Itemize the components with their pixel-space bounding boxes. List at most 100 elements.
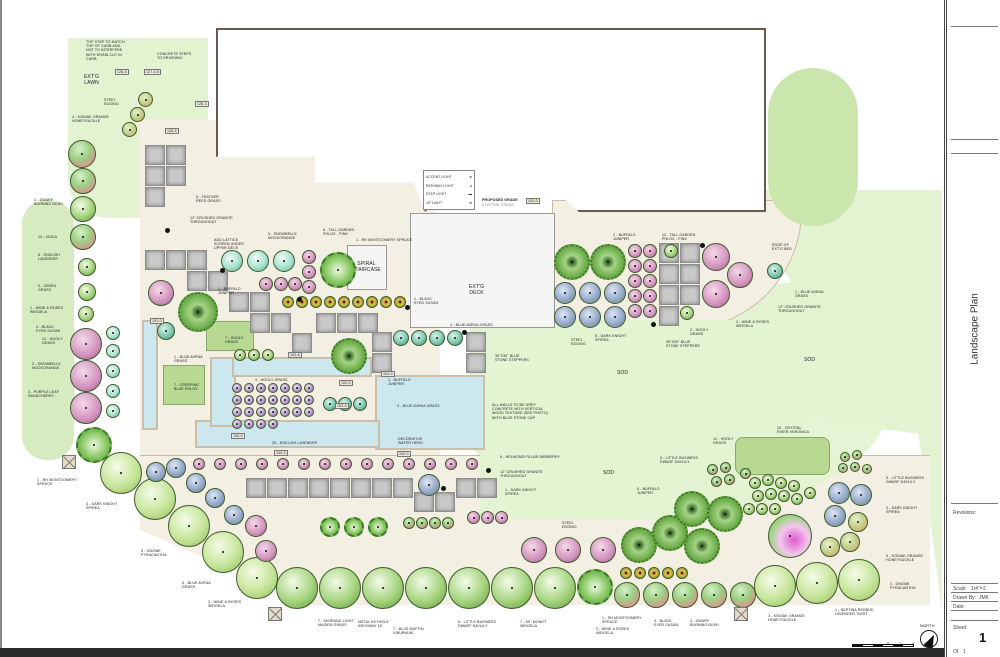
plant-callout-label: 6 - Little Business Dwarf Daylily (458, 620, 497, 629)
tall-garden-phlox (495, 511, 508, 524)
dark-knight-spirea (554, 306, 576, 328)
wine-and-roses-weigela (245, 515, 267, 537)
buffalo-juniper (674, 491, 710, 527)
neptina-redbud-lavender-twist (768, 514, 812, 558)
gnome-pyracantha (838, 559, 880, 601)
wine-and-roses-weigela (555, 537, 581, 563)
plant-callout-label: 1 - Buffalo Juniper (218, 287, 241, 296)
plant-callout-label: 7 - Mt. Monet Weigela (520, 620, 547, 629)
plant-callout-label: 1 - Wine & Roses Weigela (30, 306, 64, 315)
little-business-dwarf-daylily (840, 452, 850, 462)
stepper-tile (351, 478, 371, 498)
blue-avena-grass (205, 488, 225, 508)
helmond-pillar-barberry (340, 458, 352, 470)
of-label: Of (953, 649, 959, 655)
snowbelle-mockorange (221, 250, 243, 272)
helmond-pillar-barberry (382, 458, 394, 470)
stepper-tile (271, 313, 291, 333)
blue-avena-grass (224, 505, 244, 525)
helmond-pillar-barberry (298, 458, 310, 470)
pathway-light-icon (297, 297, 302, 302)
plant-callout-label: 2 - Buffalo Juniper (613, 233, 636, 242)
pathway-light-icon (165, 228, 170, 233)
buffalo-juniper (178, 292, 218, 332)
dark-knight-spirea (554, 282, 576, 304)
dwarf-burning-bush (70, 224, 96, 250)
stepper-tile (229, 292, 249, 312)
crystal-river-veronica-bed (735, 437, 830, 475)
revisions-cell: Revisions: (951, 504, 998, 584)
little-business-dwarf-daylily (838, 463, 848, 473)
elevation-tag: 100-0 (231, 433, 245, 440)
zebra-grass (78, 283, 96, 301)
blank-cell (951, 611, 998, 621)
plant-callout-label: 7 - Morning Light Maiden Grass (318, 619, 354, 628)
rh-montgomery-spruce (320, 252, 356, 288)
tall-garden-phlox (628, 289, 642, 303)
pathway-light-icon (700, 243, 705, 248)
tall-garden-phlox (643, 259, 657, 273)
stepper-tile (145, 145, 165, 165)
hooly-grass (762, 474, 774, 486)
blue-avena-grass (186, 473, 206, 493)
plant-callout-label: 3 - Blue Avena Grass (397, 404, 440, 408)
tall-garden-phlox (643, 304, 657, 318)
title-block: Landscape Plan Revisions: Scale: 1/4"=1'… (944, 0, 1000, 657)
creeping-phlox-bed (163, 365, 205, 405)
hooly-grass (756, 503, 768, 515)
elevation-tag: 102-6 (288, 352, 302, 359)
legend-row-up-light: Up Light⊕ (426, 200, 472, 205)
mt-monet-weigela (534, 567, 576, 609)
plant-callout-label: Add lattice screen under upper deck (214, 238, 244, 251)
plant-callout-label: 3 - Dwarf Burning Bush (690, 619, 719, 628)
hooly-grass (262, 349, 274, 361)
stepper-tile (267, 478, 287, 498)
morning-light-maiden-grass (344, 517, 364, 537)
plant-callout-label: 5 - Little Business Dwarf Daylily (660, 456, 699, 465)
blue-avena-grass (767, 263, 783, 279)
pathway-light-icon (462, 330, 467, 335)
step-light-icon: ▬ (468, 192, 473, 197)
dwarf-burning-bush (70, 168, 96, 194)
left-vinca-bed (22, 200, 74, 460)
black-eyed-susan (380, 296, 392, 308)
plant-callout-label: 1 - RH Montgomery Spruce (37, 478, 77, 487)
tall-garden-phlox (481, 511, 494, 524)
sod-label: Sod (603, 470, 615, 476)
plant-callout-label: 1 - Black Eyed Susan (414, 297, 439, 306)
sod-label: Sod (617, 370, 629, 376)
post-marker-icon (62, 455, 76, 469)
stepper-tile (393, 478, 413, 498)
gnome-pyracantha (202, 531, 244, 573)
tall-garden-phlox (259, 277, 273, 291)
revisions-label: Revisions: (953, 510, 977, 516)
plant-callout-label: Decorative Water Hero (398, 437, 423, 446)
snowbelle-mockorange (70, 360, 102, 392)
sod-label: Sod (804, 357, 816, 363)
pathway-light-icon (405, 305, 410, 310)
snowbelle-mockorange (247, 250, 269, 272)
kodiak-orange-honeysuckle (840, 532, 860, 552)
elevation-tag: 126-3 (195, 101, 209, 108)
helmond-pillar-barberry (361, 458, 373, 470)
dark-knight-spirea (824, 505, 846, 527)
little-business-dwarf-daylily (740, 468, 751, 479)
plant-callout-label: Top step to match top of curb and not to… (86, 40, 125, 61)
pathway-light-icon (220, 268, 225, 273)
dark-knight-spirea (604, 282, 626, 304)
english-lavender (78, 258, 96, 276)
plant-callout-label: 1 - Blue Avena Grass (795, 290, 824, 299)
stepper-tile (292, 333, 312, 353)
north-arrow-icon (920, 630, 938, 648)
plant-callout-label: 3 - Hooly Grass (255, 378, 288, 382)
wine-and-roses-weigela (255, 540, 277, 562)
dark-knight-spirea (100, 452, 142, 494)
dark-knight-spirea (418, 474, 440, 496)
plant-callout-label: 3 - Dark Knight Spirea (886, 506, 918, 515)
little-business-dwarf-daylily (850, 462, 860, 472)
blue-avena-grass (353, 397, 367, 411)
morning-light-maiden-grass (368, 517, 388, 537)
plant-callout-label: Steel Edging (104, 98, 119, 107)
plant-callout-label: 5 - Zebra Grass (38, 284, 57, 293)
spiral-staircase-label: Spiral Staircase (352, 261, 381, 273)
